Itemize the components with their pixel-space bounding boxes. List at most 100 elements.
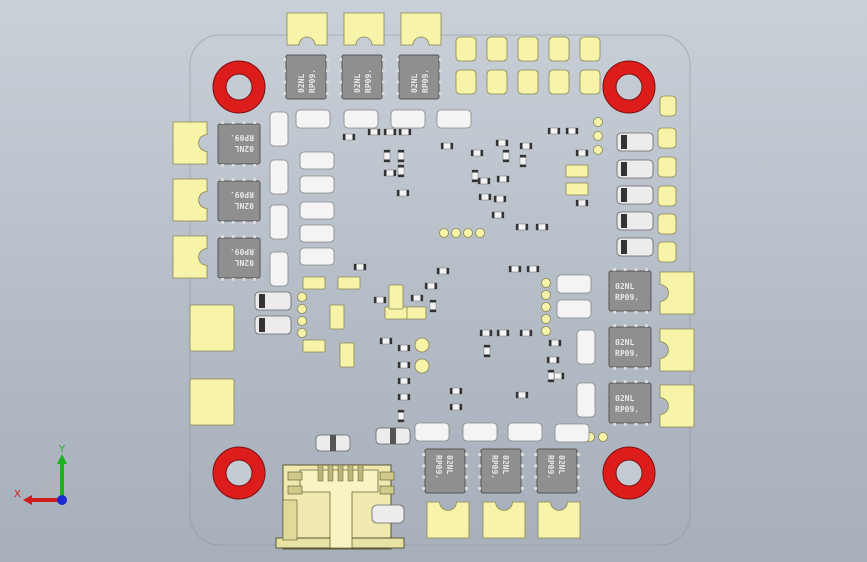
resistor-end [393,170,396,176]
chip-pin [231,178,235,181]
chip-pin [439,92,442,95]
chip-pin [521,487,524,490]
resistor-end [549,340,552,346]
resistor-end [547,357,550,363]
solder-pads [172,12,695,539]
chip-pin [634,311,638,314]
resistor-end [450,143,453,149]
chip-marking-line1: 02NL [235,144,254,153]
chip-pin [221,278,224,281]
chip-pin [396,92,399,95]
chip-marking-line1: 02NL [615,338,634,347]
resistor-end [472,170,478,173]
chip-pin [534,475,537,479]
diode-stripe [259,318,265,332]
chip-marking-line2: RP09. [230,133,254,142]
resistor-end [398,410,404,413]
capacitor [576,382,596,418]
resistor-end [479,194,482,200]
motor-pad-top [400,12,442,46]
capacitor [269,251,289,287]
resistor-end [368,129,371,135]
chip-pin [242,178,246,181]
chip-pin [577,464,580,468]
chip-pin [577,475,580,479]
test-point [475,228,485,238]
resistor-end [585,150,588,156]
signal-pad [657,156,677,178]
chip-pin [221,221,224,224]
resistor-end [408,129,411,135]
chip-pin [613,367,616,370]
resistor-end [407,378,410,384]
usb-pin [357,464,364,482]
capacitor [436,109,472,129]
diode-stripe [621,135,627,149]
usb-mount-tab [379,471,395,481]
chip-pin [613,380,616,383]
chip-pin [382,92,385,95]
capacitor [299,175,335,194]
chip-pin [242,221,246,224]
small-pad [565,164,589,178]
resistor-end [520,143,523,149]
chip-marking-line2: RP09. [308,69,317,93]
motor-pad-left [172,235,208,279]
signal-pad [579,69,601,95]
resistor-end [434,283,437,289]
capacitor [299,201,335,220]
resistor-end [494,196,497,202]
test-point [297,328,307,338]
z-axis-dot [57,495,67,505]
chip-pin [231,278,235,281]
motor-pad-right [659,384,695,428]
resistor-end [556,357,559,363]
capacitor [556,274,592,294]
small-pad [329,304,345,330]
motor-pad-bottom [426,501,470,539]
power-pad [189,378,235,426]
resistor-end [478,178,481,184]
resistor-end [384,170,387,176]
chip-marking-line1: 02NL [557,455,566,474]
chip-pin [253,221,256,224]
resistor-end [557,128,560,134]
axis-triad: Y X [14,444,67,505]
resistor-end [398,419,404,422]
resistor-end [548,370,554,373]
chip-pin [465,475,468,479]
resistor-end [503,159,509,162]
small-pad [302,339,326,353]
test-point [541,314,551,324]
chip-pin [623,380,627,383]
capacitor [299,151,335,170]
mosfet-left: 02NL RP09. [217,121,261,167]
capacitor [576,329,596,365]
resistor-end [430,300,436,303]
resistor-end [506,176,509,182]
chip-pin [645,367,648,370]
resistor-end [516,224,519,230]
capacitor [299,224,335,243]
chip-marking-line1: 02NL [445,455,454,474]
usb-pin [337,464,344,482]
diode-stripe [621,240,627,254]
test-point [593,145,603,155]
chip-pin [634,380,638,383]
usb-tongue [299,469,379,549]
signal-pad [517,69,539,95]
chip-pin [623,268,627,271]
chip-pin [339,58,342,61]
chip-pin [634,324,638,327]
chip-marking-line1: 02NL [410,74,419,93]
chip-marking-line2: RP09. [421,69,430,93]
motor-pad-bottom [537,501,581,539]
capacitor [269,159,289,195]
resistor-end [492,212,495,218]
usb-side [282,499,298,541]
